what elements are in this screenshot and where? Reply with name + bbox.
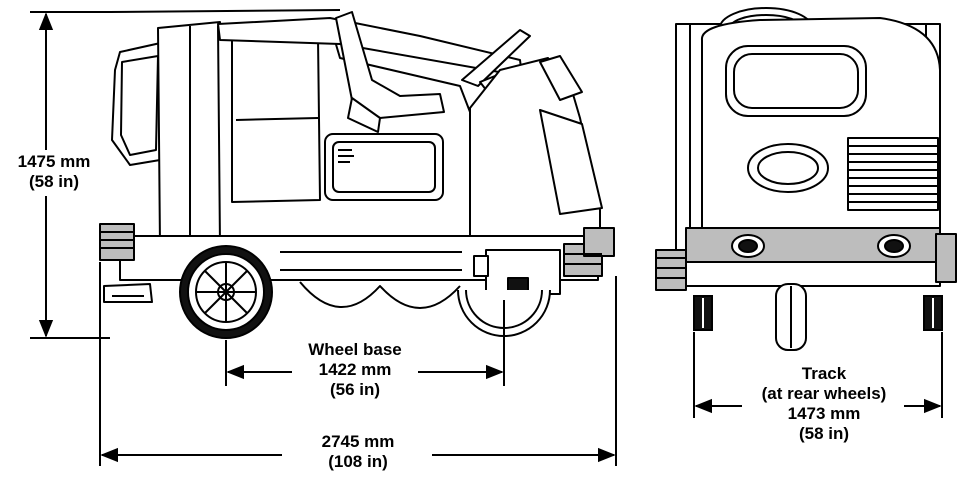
- track-note: (at rear wheels): [761, 384, 887, 403]
- grille: [847, 137, 939, 211]
- wheelbase-dimension-line: [225, 300, 505, 386]
- front-view-machine: [655, 7, 957, 351]
- side-view-machine: [99, 11, 615, 309]
- squeegee: [103, 283, 153, 303]
- length-metric: 2745 mm: [321, 432, 395, 451]
- track-imperial: (58 in): [798, 424, 850, 443]
- length-label: 2745 mm (108 in): [286, 432, 430, 472]
- track-label: Track (at rear wheels) 1473 mm (58 in): [742, 364, 906, 444]
- height-dimension-line: [30, 9, 341, 339]
- rear-wheel-left: [693, 295, 713, 331]
- rear-bumper: [99, 223, 135, 261]
- wheelbase-title: Wheel base: [308, 340, 402, 359]
- height-label: 1475 mm (58 in): [4, 152, 104, 192]
- wheelbase-imperial: (56 in): [329, 380, 381, 399]
- wheelbase-metric: 1422 mm: [318, 360, 392, 379]
- brush-deck: [299, 281, 461, 309]
- length-imperial: (108 in): [328, 452, 388, 471]
- rear-wheel-right: [923, 295, 943, 331]
- track-title: Track: [801, 364, 847, 383]
- length-dimension-line: [99, 262, 617, 466]
- height-metric: 1475 mm: [17, 152, 91, 171]
- height-imperial: (58 in): [28, 172, 80, 191]
- rear-wheel: [179, 245, 273, 339]
- track-metric: 1473 mm: [787, 404, 861, 423]
- wheelbase-label: Wheel base 1422 mm (56 in): [288, 340, 422, 400]
- track-dimension-line: [693, 332, 943, 418]
- steering-wheel: [461, 29, 531, 87]
